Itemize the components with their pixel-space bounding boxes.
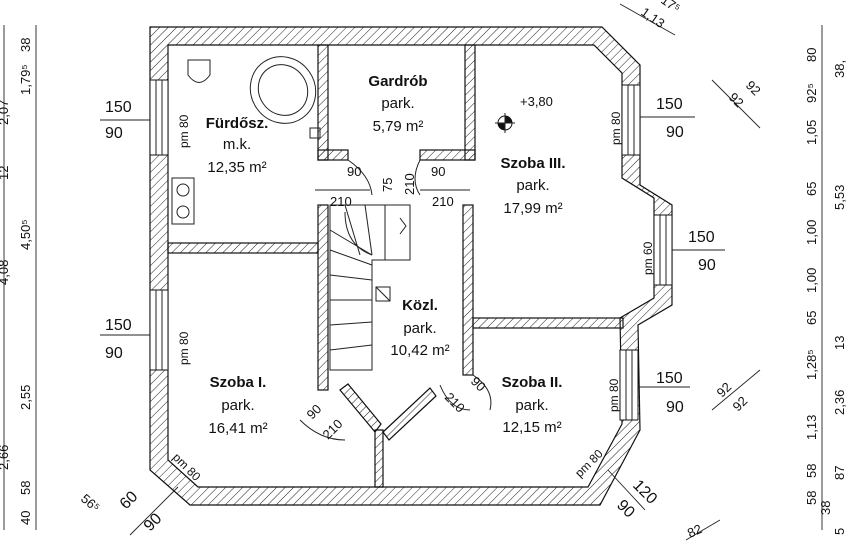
w2-pm: pm 80 (177, 331, 191, 365)
room-floor-kozl: park. (403, 320, 436, 337)
interior-walls (167, 44, 624, 488)
right-dim-15: 87 (832, 466, 847, 480)
room-area-szoba1: 16,41 m² (208, 420, 267, 437)
w1-pm: pm 80 (177, 114, 191, 148)
room-name-gardrob: Gardrób (368, 73, 427, 90)
d3-width: 90 (431, 164, 445, 179)
w3-bottom: 90 (666, 124, 684, 141)
w5-bottom: 90 (666, 399, 684, 416)
right-dim-0: 5,53 (832, 185, 847, 210)
d1-height: 210 (330, 194, 352, 209)
right-dim-9: 1,28⁵ (804, 349, 819, 380)
room-area-furdo: 12,35 m² (207, 159, 266, 176)
diag-dim-6: 56⁵ (78, 491, 103, 515)
right-dim-2: 38, (832, 60, 847, 78)
d5-height: 210 (442, 390, 468, 416)
left-dim-1: 58 (18, 481, 33, 495)
left-dim-2: 2,66 (0, 445, 11, 470)
d2-width: 75 (380, 178, 395, 192)
room-area-szoba3: 17,99 m² (503, 200, 562, 217)
left-dim-4: 4,08 (0, 260, 11, 285)
diag-dim-3: 92 (730, 393, 751, 414)
door-swings (299, 159, 492, 441)
w3-pm: pm 80 (609, 111, 623, 145)
left-dim-7: 2,07 (0, 100, 11, 125)
right-dim-11: 1,13 (804, 415, 819, 440)
outer-wall (149, 26, 673, 506)
room-floor-szoba2: park. (515, 397, 548, 414)
room-name-furdo: Fürdősz. (206, 115, 269, 132)
right-dim-6: 1,00 (804, 220, 819, 245)
diag-dim-2: 92 (714, 379, 735, 400)
d4-height: 210 (320, 416, 346, 442)
right-dim-1: 80 (804, 48, 819, 62)
w5-top: 150 (656, 370, 683, 387)
diag-dim-7: 82 (685, 521, 704, 541)
left-dimension-chain: 40 58 2,66 2,55 4,08 4,50⁵ 12 2,07 1,79⁵… (0, 25, 37, 530)
w1-bottom: 90 (105, 125, 123, 142)
w4-pm: pm 60 (641, 241, 655, 275)
right-dim-3: 92⁵ (804, 83, 819, 103)
right-dim-13: 58 (804, 464, 819, 478)
left-dim-8: 1,79⁵ (18, 64, 33, 95)
w6-top: 60 (117, 488, 142, 513)
d5-width: 90 (468, 374, 489, 395)
right-dim-4: 1,05 (804, 120, 819, 145)
room-name-szoba1: Szoba I. (210, 374, 267, 391)
right-dimension-chain: 5,53 80 38, 92⁵ 1,05 65 1,00 1,00 65 1,2… (804, 25, 847, 535)
level-marker: +3,80 (495, 94, 553, 133)
room-area-gardrob: 5,79 m² (373, 118, 424, 135)
right-dim-7: 1,00 (804, 268, 819, 293)
room-floor-szoba3: park. (516, 177, 549, 194)
diag-dim-5: 17⁵ (658, 0, 683, 16)
right-dim-16: 38 (818, 501, 833, 515)
room-floor-gardrob: park. (381, 95, 414, 112)
door-dimensions: 90 210 75 210 90 210 90 210 90 210 (304, 164, 489, 442)
left-dim-9: 38 (18, 38, 33, 52)
w4-top: 150 (688, 229, 715, 246)
w2-top: 150 (105, 317, 132, 334)
left-dim-0: 40 (18, 511, 33, 525)
w4-bottom: 90 (698, 257, 716, 274)
w3-top: 150 (656, 96, 683, 113)
right-dim-17: 5 (832, 528, 847, 535)
room-name-szoba2: Szoba II. (502, 374, 563, 391)
staircase (329, 204, 411, 371)
diag-dim-0: 92 (743, 78, 764, 99)
w6-bottom: 90 (141, 510, 166, 535)
right-dim-5: 65 (804, 182, 819, 196)
room-name-szoba3: Szoba III. (500, 155, 565, 172)
right-dim-10: 13 (832, 336, 847, 350)
d3-height: 210 (432, 194, 454, 209)
left-dim-5: 4,50⁵ (18, 219, 33, 250)
left-dim-6: 12 (0, 166, 11, 180)
bathroom-fixtures (171, 56, 321, 225)
diag-dim-1: 92 (726, 90, 747, 111)
room-area-szoba2: 12,15 m² (502, 419, 561, 436)
w5-pm: pm 80 (607, 378, 621, 412)
level-text: +3,80 (520, 94, 553, 109)
right-dim-14: 58 (804, 491, 819, 505)
room-floor-szoba1: park. (221, 397, 254, 414)
room-floor-furdo: m.k. (223, 136, 251, 153)
right-dim-12: 2,36 (832, 390, 847, 415)
room-labels: Fürdősz. m.k. 12,35 m² Gardrób park. 5,7… (206, 73, 566, 437)
d1-width: 90 (347, 164, 361, 179)
w7-bottom: 90 (613, 497, 638, 522)
right-dim-8: 65 (804, 311, 819, 325)
d2-height: 210 (402, 173, 417, 195)
windows (149, 79, 673, 421)
w7-top: 120 (629, 477, 660, 508)
w2-bottom: 90 (105, 345, 123, 362)
d4-width: 90 (304, 401, 325, 422)
left-dim-3: 2,55 (18, 385, 33, 410)
room-name-kozl: Közl. (402, 297, 438, 314)
diag-dim-4: 1,13 (638, 4, 667, 31)
room-area-kozl: 10,42 m² (390, 342, 449, 359)
w1-top: 150 (105, 99, 132, 116)
